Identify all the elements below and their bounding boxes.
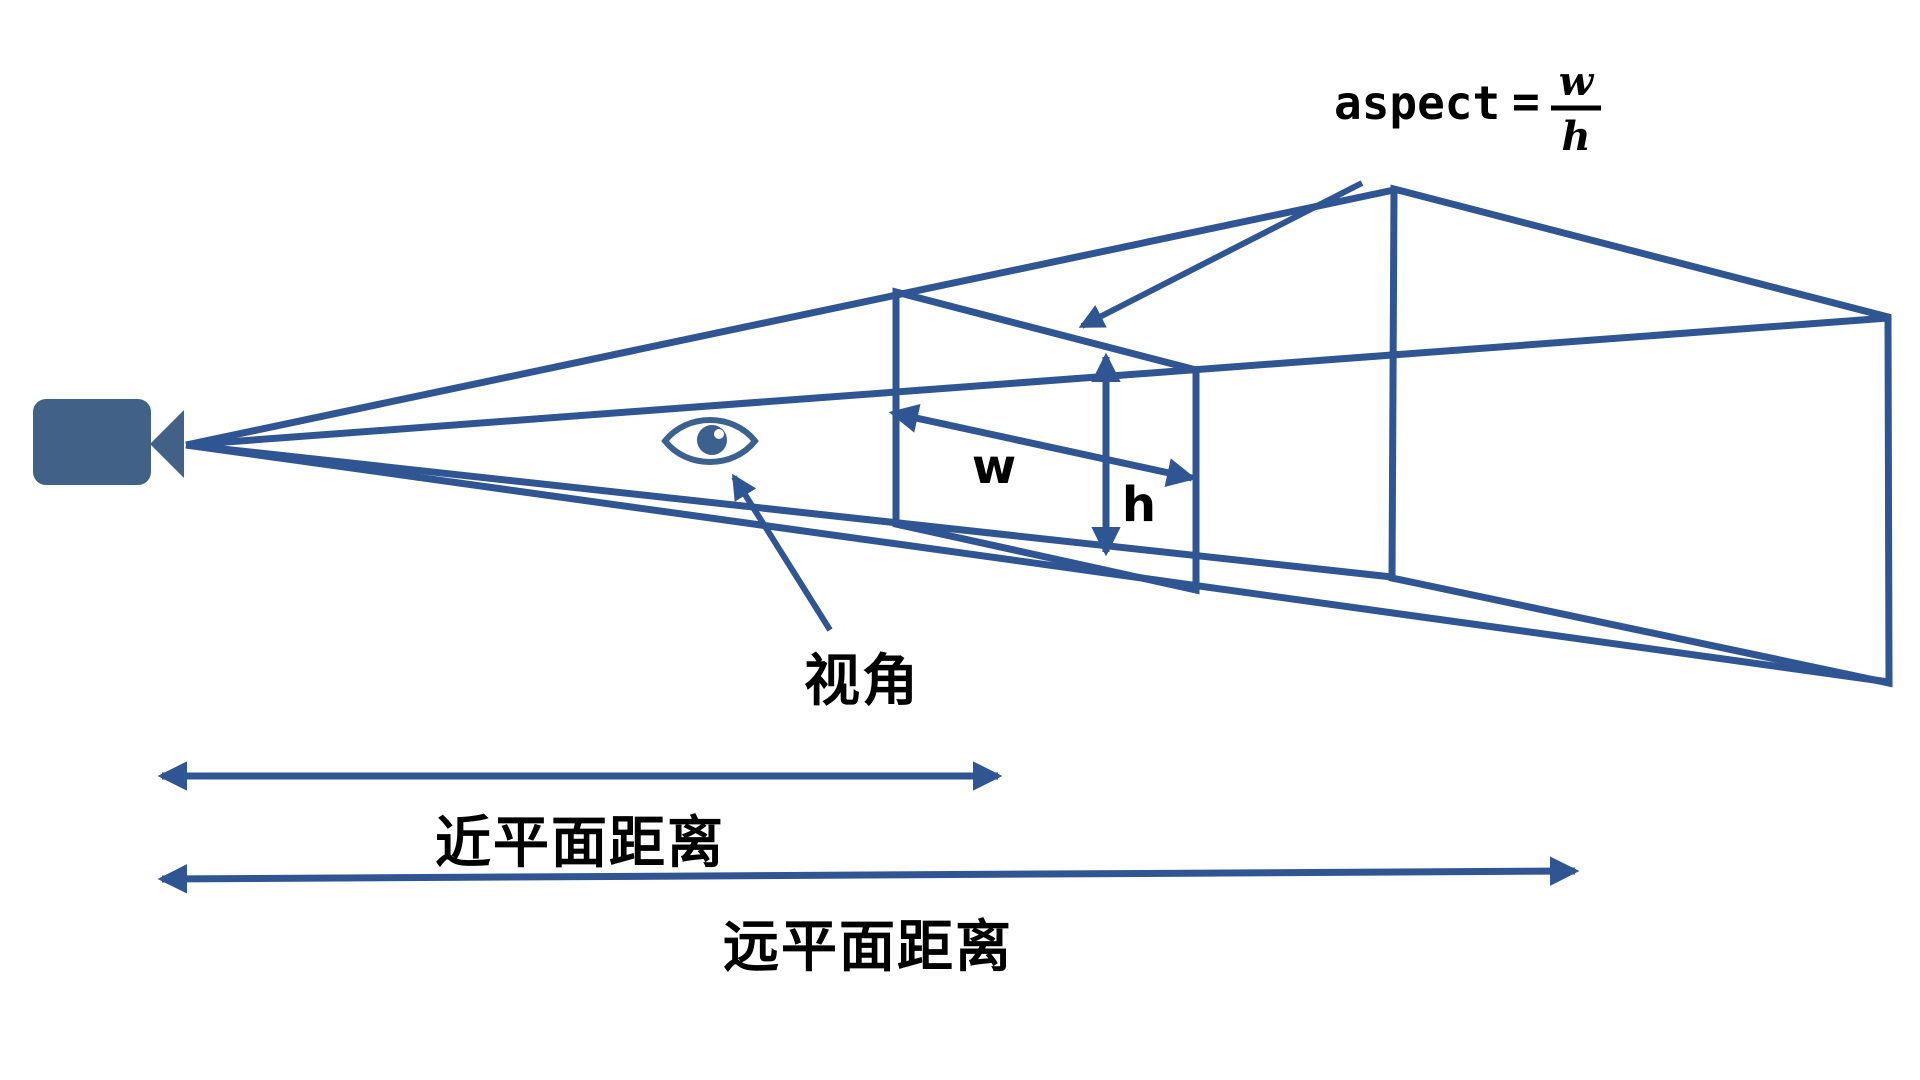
frustum-edge-lower-left xyxy=(185,441,1393,581)
frustum-edge-upper-left xyxy=(185,186,1395,449)
frustum-edge-lower-right xyxy=(185,441,1890,686)
aspect-denominator: h xyxy=(1561,113,1590,160)
far-distance-arrow xyxy=(157,856,1580,894)
w-arrow xyxy=(888,403,1197,488)
aspect-arrow xyxy=(1078,180,1364,329)
frustum-edges xyxy=(185,186,1890,686)
near-distance-label: 近平面距离 xyxy=(435,811,725,876)
camera-lens xyxy=(150,410,184,478)
view-angle-arrow xyxy=(731,473,833,632)
aspect-label: aspect xyxy=(1334,76,1500,130)
h-label: h xyxy=(1122,477,1156,533)
view-angle-label: 视角 xyxy=(804,649,920,714)
aspect-formula: aspect = w h xyxy=(1334,58,1601,160)
camera-icon xyxy=(33,399,184,485)
eye-icon xyxy=(661,417,759,465)
far-distance-label: 远平面距离 xyxy=(723,915,1013,980)
far-plane xyxy=(1388,184,1893,688)
frustum-edge-upper-right xyxy=(185,314,1889,449)
aspect-numerator: w xyxy=(1559,58,1595,105)
aspect-equals: = xyxy=(1512,74,1540,128)
near-plane xyxy=(892,287,1200,595)
camera-body xyxy=(33,399,151,485)
w-label: w xyxy=(972,439,1016,495)
